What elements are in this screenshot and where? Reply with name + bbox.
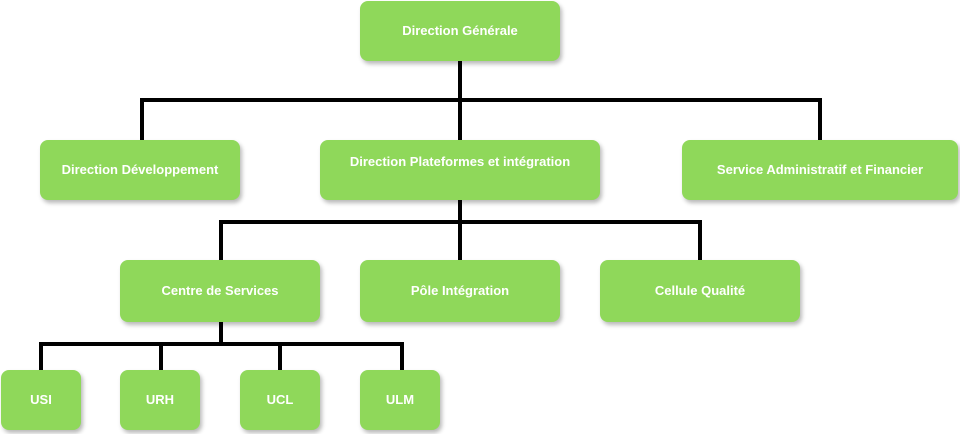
node-cellule-qualite[interactable]: Cellule Qualité (600, 260, 800, 322)
node-label: Centre de Services (161, 283, 279, 298)
node-label: UCL (266, 392, 294, 407)
node-label: Cellule Qualité (654, 283, 746, 298)
node-label: Direction Générale (402, 23, 518, 38)
node-label: Direction Développement (61, 162, 219, 177)
node-label: Pôle Intégration (410, 283, 510, 298)
node-usi[interactable]: USI (1, 370, 81, 430)
node-direction-developpement[interactable]: Direction Développement (40, 140, 240, 200)
node-pole-integration[interactable]: Pôle Intégration (360, 260, 560, 322)
node-label: Service Administratif et Financier (716, 162, 924, 177)
node-ucl[interactable]: UCL (240, 370, 320, 430)
node-label: URH (145, 392, 175, 407)
node-urh[interactable]: URH (120, 370, 200, 430)
node-direction-generale[interactable]: Direction Générale (360, 1, 560, 61)
node-service-administratif-financier[interactable]: Service Administratif et Financier (682, 140, 958, 200)
node-ulm[interactable]: ULM (360, 370, 440, 430)
node-label: USI (30, 392, 52, 407)
node-label: ULM (385, 392, 415, 407)
node-label: Direction Plateformes et intégration (349, 154, 571, 169)
node-direction-plateformes-integration[interactable]: Direction Plateformes et intégration (320, 140, 600, 200)
node-centre-de-services[interactable]: Centre de Services (120, 260, 320, 322)
